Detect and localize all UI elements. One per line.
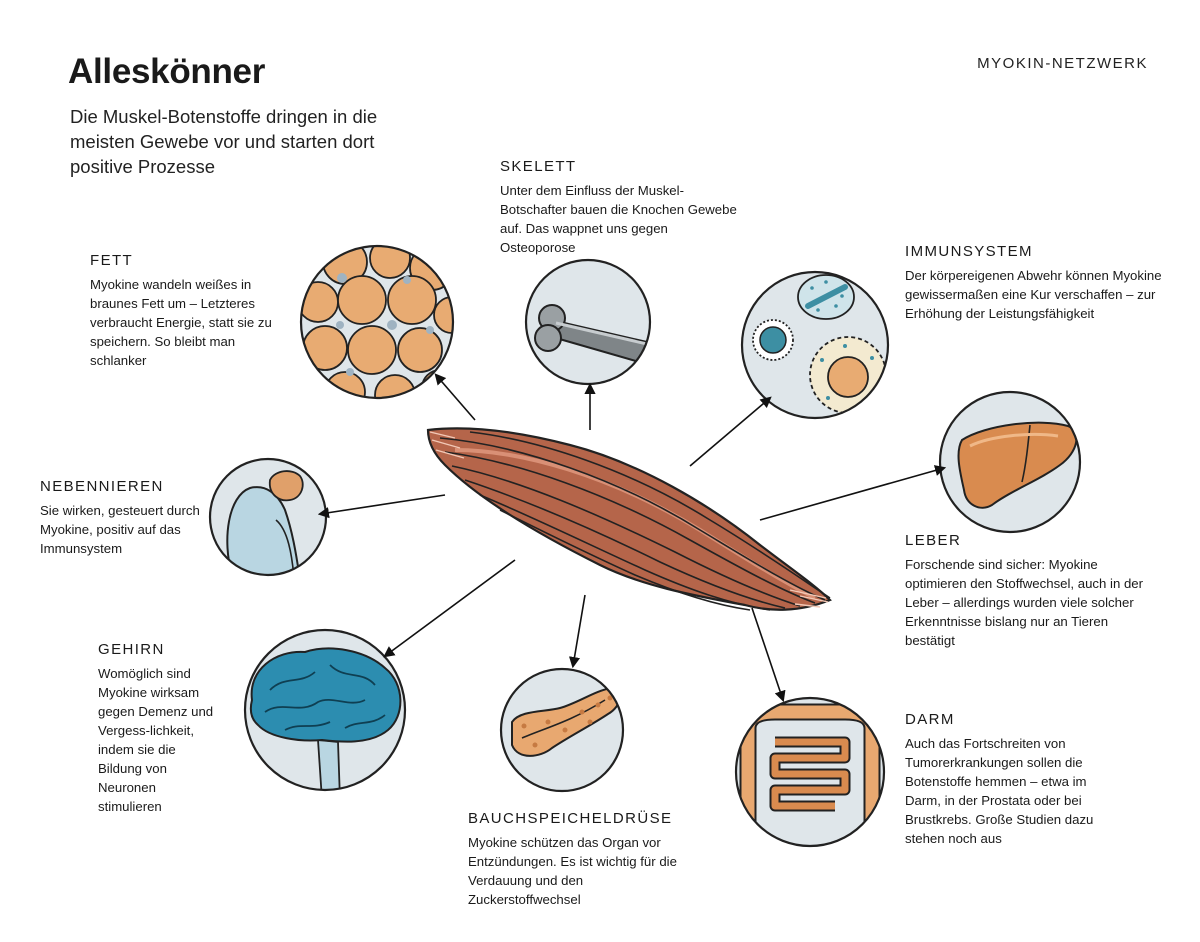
immune-cells-icon xyxy=(740,270,890,420)
section-heading: GEHIRN xyxy=(98,641,165,658)
section-heading: SKELETT xyxy=(500,158,577,175)
section-darm: DARM Auch das Fortschreiten von Tumorerk… xyxy=(905,711,1120,848)
section-heading: IMMUNSYSTEM xyxy=(905,243,1033,260)
arrow-to-fett xyxy=(434,373,476,421)
section-text: Sie wirken, gesteuert durch Myokine, pos… xyxy=(40,503,200,556)
arrows xyxy=(317,373,947,703)
arrow-to-gehirn xyxy=(383,559,516,658)
bone-icon xyxy=(524,258,652,386)
section-heading: FETT xyxy=(90,252,134,269)
pancreas-icon xyxy=(499,667,625,793)
section-immunsystem: IMMUNSYSTEM Der körpereigenen Abwehr kön… xyxy=(905,243,1165,323)
fat-cells-icon xyxy=(299,244,455,400)
page-title: Alleskönner xyxy=(68,52,266,91)
page-subtitle: Die Muskel-Botenstoffe dringen in die me… xyxy=(70,106,378,177)
arrow-to-bauchspeicheldruese xyxy=(568,594,586,669)
section-bauchspeicheldruese: BAUCHSPEICHELDRÜSE Myokine schützen das … xyxy=(468,810,683,909)
intestine-icon xyxy=(734,696,886,848)
section-text: Auch das Fortschreiten von Tumorerkranku… xyxy=(905,736,1094,846)
section-skelett: SKELETT Unter dem Einfluss der Muskel-Bo… xyxy=(500,158,740,257)
section-gehirn: GEHIRN Womöglich sind Myokine wirksam ge… xyxy=(98,641,220,816)
page-kicker: MYOKIN-NETZWERK xyxy=(977,55,1148,72)
section-text: Myokine schützen das Organ vor Entzündun… xyxy=(468,835,677,907)
section-leber: LEBER Forschende sind sicher: Myokine op… xyxy=(905,532,1155,650)
adrenal-gland-icon xyxy=(208,457,328,577)
muscle-icon xyxy=(426,427,832,611)
brain-icon xyxy=(243,628,407,792)
arrow-to-darm xyxy=(751,607,786,703)
section-text: Der körpereigenen Abwehr können Myokine … xyxy=(905,268,1162,321)
section-fett: FETT Myokine wandeln weißes in braunes F… xyxy=(90,252,295,370)
section-text: Myokine wandeln weißes in braunes Fett u… xyxy=(90,277,272,368)
arrow-to-nebennieren xyxy=(317,494,446,519)
section-heading: LEBER xyxy=(905,532,962,549)
section-nebennieren: NEBENNIEREN Sie wirken, gesteuert durch … xyxy=(40,478,210,558)
section-text: Unter dem Einfluss der Muskel-Botschafte… xyxy=(500,183,737,255)
section-heading: BAUCHSPEICHELDRÜSE xyxy=(468,810,673,827)
arrow-to-leber xyxy=(759,465,947,521)
liver-icon xyxy=(938,390,1082,534)
arrow-to-immunsystem xyxy=(689,396,772,467)
section-heading: NEBENNIEREN xyxy=(40,478,164,495)
section-heading: DARM xyxy=(905,711,955,728)
section-text: Womöglich sind Myokine wirksam gegen Dem… xyxy=(98,666,214,814)
section-text: Forschende sind sicher: Myokine optimier… xyxy=(905,557,1144,648)
